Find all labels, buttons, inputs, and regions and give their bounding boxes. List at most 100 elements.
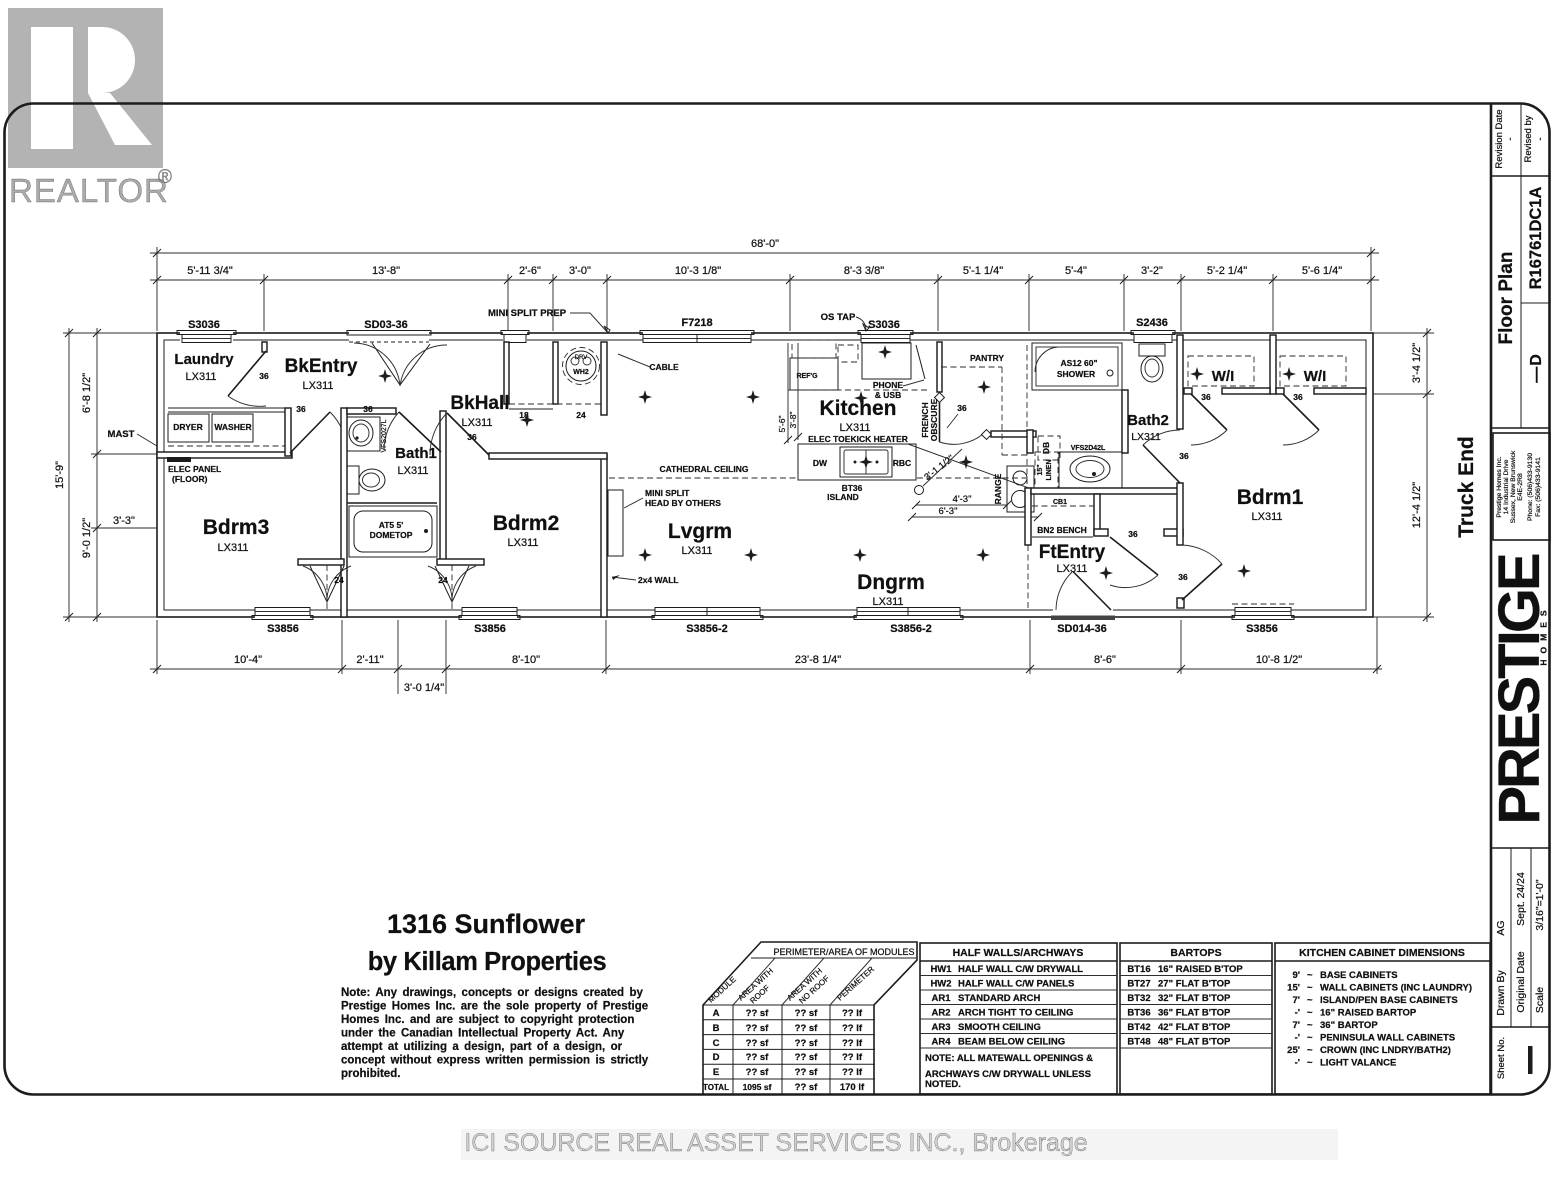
svg-text:ARCHWAYS C/W DRYWALL UNLESS: ARCHWAYS C/W DRYWALL UNLESS: [925, 1069, 1091, 1080]
svg-text:Original Date: Original Date: [1515, 951, 1527, 1012]
svg-text:HOMES: HOMES: [1539, 604, 1549, 665]
svg-text:(FLOOR): (FLOOR): [172, 474, 208, 484]
svg-text:Sussex, New Brunswick: Sussex, New Brunswick: [1510, 450, 1517, 523]
svg-text:PHONE: PHONE: [873, 380, 904, 390]
svg-text:OBSCURE: OBSCURE: [929, 398, 939, 441]
svg-text:~: ~: [1307, 995, 1313, 1006]
svg-text:3'-1 1/2": 3'-1 1/2": [922, 453, 956, 483]
svg-text:BT48: BT48: [1127, 1037, 1150, 1048]
svg-text:~: ~: [1307, 1020, 1313, 1031]
svg-text:DB: DB: [1041, 442, 1051, 454]
svg-text:MINI SPLIT PREP: MINI SPLIT PREP: [488, 308, 567, 319]
svg-text:Bdrm1: Bdrm1: [1237, 486, 1304, 509]
svg-text:Bath1: Bath1: [395, 445, 437, 462]
svg-text:8'-3 3/8": 8'-3 3/8": [844, 265, 884, 277]
svg-text:~: ~: [1307, 1058, 1313, 1069]
svg-text:?? sf: ?? sf: [795, 1052, 819, 1063]
svg-text:BT36: BT36: [842, 483, 863, 493]
svg-text:7': 7': [1292, 995, 1300, 1006]
svg-text:ICI SOURCE REAL ASSET SERVICES: ICI SOURCE REAL ASSET SERVICES INC., Bro…: [464, 1129, 1087, 1157]
svg-text:~: ~: [1307, 970, 1313, 981]
svg-text:LX311: LX311: [303, 380, 334, 392]
svg-text:?? sf: ?? sf: [746, 1052, 770, 1063]
svg-text:7': 7': [1292, 1020, 1300, 1031]
svg-text:3'-4 1/2": 3'-4 1/2": [1411, 343, 1423, 383]
svg-text:AS12 60": AS12 60": [1060, 358, 1097, 368]
svg-text:PENINSULA WALL CABINETS: PENINSULA WALL CABINETS: [1320, 1033, 1455, 1044]
svg-text:Laundry: Laundry: [174, 351, 234, 368]
svg-text:?? lf: ?? lf: [842, 1023, 863, 1034]
svg-text:attempt at utilizing a design,: attempt at utilizing a design, part of a…: [341, 1041, 623, 1053]
svg-text:NOTE: ALL MATEWALL OPENINGS &: NOTE: ALL MATEWALL OPENINGS &: [925, 1053, 1093, 1064]
svg-text:Phone: (506)433-9130: Phone: (506)433-9130: [1527, 453, 1534, 521]
svg-text:AT5 5': AT5 5': [379, 520, 404, 530]
svg-text:?? sf: ?? sf: [795, 1067, 819, 1078]
svg-text:?? lf: ?? lf: [842, 1008, 863, 1019]
svg-text:LX311: LX311: [682, 545, 713, 557]
svg-text:36: 36: [1128, 529, 1138, 539]
svg-text:B: B: [713, 1023, 720, 1034]
svg-text:-': -': [1295, 1033, 1300, 1044]
svg-text:MINI SPLIT: MINI SPLIT: [645, 488, 690, 498]
svg-text:3'-2": 3'-2": [1141, 265, 1163, 277]
svg-text:?? lf: ?? lf: [842, 1067, 863, 1078]
svg-text:3'-8": 3'-8": [788, 412, 798, 429]
svg-text:Bdrm3: Bdrm3: [203, 516, 270, 539]
svg-text:13'-8": 13'-8": [372, 265, 400, 277]
svg-text:9': 9': [1292, 970, 1300, 981]
svg-text:Scale: Scale: [1534, 987, 1546, 1013]
svg-text:PERIMETER/AREA OF MODULES: PERIMETER/AREA OF MODULES: [773, 947, 914, 957]
svg-text:BT42: BT42: [1127, 1022, 1150, 1033]
svg-text:36: 36: [296, 404, 306, 414]
svg-text:SD014-36: SD014-36: [1057, 623, 1107, 635]
svg-text:MODULE: MODULE: [706, 975, 737, 1005]
svg-text:LX311: LX311: [508, 537, 539, 549]
svg-text:WALL CABINETS (INC LAUNDRY): WALL CABINETS (INC LAUNDRY): [1320, 983, 1472, 994]
svg-text:RBC: RBC: [893, 458, 911, 468]
svg-text:Drawn By: Drawn By: [1495, 969, 1507, 1015]
svg-text:PRESTIGE: PRESTIGE: [1487, 554, 1552, 825]
svg-text:42" FLAT B'TOP: 42" FLAT B'TOP: [1158, 1022, 1231, 1033]
svg-text:REF'G: REF'G: [796, 373, 818, 380]
svg-text:HALF WALL C/W PANELS: HALF WALL C/W PANELS: [958, 979, 1074, 990]
svg-text:STANDARD ARCH: STANDARD ARCH: [958, 993, 1040, 1004]
svg-text:MAST: MAST: [108, 429, 135, 440]
svg-text:32" FLAT B'TOP: 32" FLAT B'TOP: [1158, 993, 1231, 1004]
svg-text:36: 36: [1201, 392, 1211, 402]
svg-text:14 Industrial Drive: 14 Industrial Drive: [1503, 459, 1510, 514]
svg-text:HW1: HW1: [930, 964, 952, 975]
svg-text:36" BARTOP: 36" BARTOP: [1320, 1020, 1378, 1031]
svg-text:2'-11": 2'-11": [356, 654, 383, 666]
svg-text:15'-9": 15'-9": [54, 461, 66, 489]
svg-text:DRV: DRV: [575, 355, 588, 361]
svg-text:SD03-36: SD03-36: [364, 319, 407, 331]
svg-text:F7218: F7218: [681, 317, 712, 329]
svg-text:23'-8 1/4": 23'-8 1/4": [795, 654, 841, 666]
svg-text:5'-4": 5'-4": [1065, 265, 1087, 277]
svg-text:S3856-2: S3856-2: [686, 623, 728, 635]
svg-text:?? lf: ?? lf: [842, 1052, 863, 1063]
svg-text:36" FLAT B'TOP: 36" FLAT B'TOP: [1158, 1008, 1231, 1019]
svg-text:DW: DW: [813, 458, 828, 468]
svg-text:36: 36: [957, 403, 967, 413]
svg-text:LX311: LX311: [1131, 431, 1161, 443]
svg-text:HALF WALL C/W DRYWALL: HALF WALL C/W DRYWALL: [958, 964, 1083, 975]
svg-text:?? sf: ?? sf: [795, 1008, 819, 1019]
svg-text:BT16: BT16: [1127, 964, 1150, 975]
svg-text:S3856: S3856: [1246, 623, 1278, 635]
svg-text:Sheet No.: Sheet No.: [1496, 1037, 1507, 1079]
svg-text:VFS2027L: VFS2027L: [381, 419, 388, 452]
svg-text:Note: Any drawings, concepts: Note: Any drawings, concepts or designs …: [341, 987, 644, 999]
svg-text:ISLAND/PEN BASE CABINETS: ISLAND/PEN BASE CABINETS: [1320, 995, 1458, 1006]
svg-text:CB1: CB1: [1053, 499, 1067, 506]
svg-text:10'-3 1/8": 10'-3 1/8": [675, 265, 721, 277]
svg-text:BASE CABINETS: BASE CABINETS: [1320, 970, 1398, 981]
svg-text:RANGE: RANGE: [993, 473, 1003, 504]
svg-text:48" FLAT B'TOP: 48" FLAT B'TOP: [1158, 1037, 1231, 1048]
svg-text:NOTED.: NOTED.: [925, 1079, 961, 1090]
svg-text:Revised by: Revised by: [1523, 115, 1534, 162]
svg-text:8'-6": 8'-6": [1094, 654, 1116, 666]
svg-text:~: ~: [1307, 1033, 1313, 1044]
svg-text:?? sf: ?? sf: [795, 1082, 819, 1093]
svg-text:3'-3": 3'-3": [113, 515, 135, 527]
